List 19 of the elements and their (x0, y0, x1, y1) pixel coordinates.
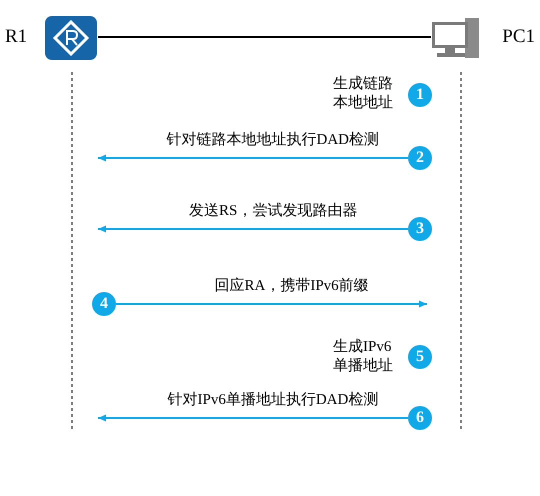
device-label: R1 (5, 26, 28, 48)
step-note: 生成IPv6单播地址 (333, 338, 393, 376)
edge-label: 针对IPv6单播地址执行DAD检测 (168, 391, 378, 409)
edge-label: 回应RA，携带IPv6前缀 (214, 277, 369, 295)
step-number: 5 (408, 345, 432, 369)
edge-label: 针对链路本地地址执行DAD检测 (166, 131, 379, 149)
step-note: 生成链路本地地址 (333, 75, 394, 113)
step-number: 4 (92, 292, 116, 316)
step-number: 6 (408, 406, 432, 430)
edge-label: 发送RS，尝试发现路由器 (189, 202, 358, 220)
step-number: 3 (408, 217, 432, 241)
step-number: 2 (408, 146, 432, 170)
arrow (98, 414, 408, 422)
device-label: PC1 (502, 26, 535, 48)
arrow (98, 226, 408, 232)
link-line (98, 36, 431, 38)
step-number: 1 (408, 83, 432, 107)
arrow (116, 300, 427, 308)
arrow (98, 154, 408, 162)
